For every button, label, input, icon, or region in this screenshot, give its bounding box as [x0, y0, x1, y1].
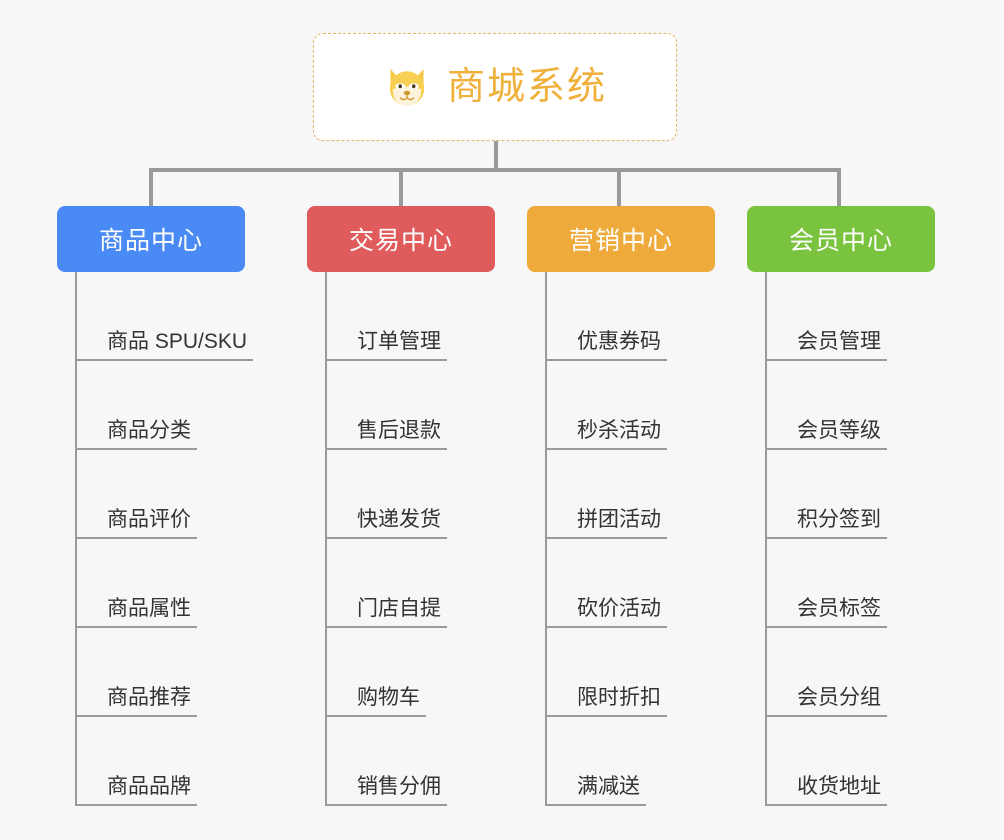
leaf-label: 限时折扣 — [545, 686, 667, 717]
list-item[interactable]: 商品 SPU/SKU — [75, 272, 254, 361]
leaf-label: 商品 SPU/SKU — [75, 330, 254, 361]
list-item[interactable]: 收货地址 — [765, 717, 935, 806]
connector-drop-3 — [617, 168, 621, 206]
leaf-label: 购物车 — [325, 686, 426, 717]
list-item[interactable]: 购物车 — [325, 628, 495, 717]
branch-trade: 订单管理 售后退款 快递发货 门店自提 购物车 销售分佣 — [325, 272, 495, 806]
list-item[interactable]: 快递发货 — [325, 450, 495, 539]
branch-member: 会员管理 会员等级 积分签到 会员标签 会员分组 收货地址 — [765, 272, 935, 806]
list-item[interactable]: 优惠券码 — [545, 272, 715, 361]
leaf-label: 门店自提 — [325, 597, 447, 628]
list-item[interactable]: 限时折扣 — [545, 628, 715, 717]
connector-horizontal-bar — [150, 168, 840, 172]
list-item[interactable]: 积分签到 — [765, 450, 935, 539]
list-item[interactable]: 会员管理 — [765, 272, 935, 361]
branch-product: 商品 SPU/SKU 商品分类 商品评价 商品属性 商品推荐 商品品牌 — [75, 272, 254, 806]
leaf-label: 售后退款 — [325, 419, 447, 450]
category-column-member: 会员中心 会员管理 会员等级 积分签到 会员标签 会员分组 收货地址 — [747, 206, 935, 806]
category-column-trade: 交易中心 订单管理 售后退款 快递发货 门店自提 购物车 销售分佣 — [307, 206, 495, 806]
connector-drop-2 — [399, 168, 403, 206]
list-item[interactable]: 订单管理 — [325, 272, 495, 361]
category-column-marketing: 营销中心 优惠券码 秒杀活动 拼团活动 砍价活动 限时折扣 满减送 — [527, 206, 715, 806]
root-title: 商城系统 — [446, 66, 607, 108]
root-node[interactable]: 商城系统 — [313, 33, 677, 141]
list-item[interactable]: 售后退款 — [325, 361, 495, 450]
branch-marketing: 优惠券码 秒杀活动 拼团活动 砍价活动 限时折扣 满减送 — [545, 272, 715, 806]
list-item[interactable]: 会员分组 — [765, 628, 935, 717]
leaf-label: 商品推荐 — [75, 686, 197, 717]
list-item[interactable]: 会员等级 — [765, 361, 935, 450]
list-item[interactable]: 砍价活动 — [545, 539, 715, 628]
category-column-product: 商品中心 商品 SPU/SKU 商品分类 商品评价 商品属性 商品推荐 商品品牌 — [57, 206, 254, 806]
leaf-label: 会员标签 — [765, 597, 887, 628]
leaf-label: 会员等级 — [765, 419, 887, 450]
leaf-label: 商品属性 — [75, 597, 197, 628]
branch-spine — [545, 272, 547, 806]
category-header-trade[interactable]: 交易中心 — [307, 206, 495, 272]
leaf-label: 拼团活动 — [545, 508, 667, 539]
connector-drop-4 — [837, 168, 841, 206]
leaf-label: 商品分类 — [75, 419, 197, 450]
leaf-label: 商品品牌 — [75, 775, 197, 806]
branch-spine — [765, 272, 767, 806]
leaf-label: 销售分佣 — [325, 775, 447, 806]
category-header-marketing[interactable]: 营销中心 — [527, 206, 715, 272]
leaf-label: 优惠券码 — [545, 330, 667, 361]
list-item[interactable]: 会员标签 — [765, 539, 935, 628]
leaf-label: 商品评价 — [75, 508, 197, 539]
list-item[interactable]: 满减送 — [545, 717, 715, 806]
list-item[interactable]: 商品品牌 — [75, 717, 245, 806]
list-item[interactable]: 拼团活动 — [545, 450, 715, 539]
leaf-label: 满减送 — [545, 775, 646, 806]
branch-spine — [325, 272, 327, 806]
leaf-label: 会员分组 — [765, 686, 887, 717]
leaf-label: 秒杀活动 — [545, 419, 667, 450]
list-item[interactable]: 门店自提 — [325, 539, 495, 628]
list-item[interactable]: 商品属性 — [75, 539, 245, 628]
list-item[interactable]: 销售分佣 — [325, 717, 495, 806]
connector-drop-1 — [149, 168, 153, 206]
leaf-label: 快递发货 — [325, 508, 447, 539]
connector-root-stem — [494, 141, 498, 171]
branch-spine — [75, 272, 77, 806]
leaf-label: 砍价活动 — [545, 597, 667, 628]
leaf-label: 订单管理 — [325, 330, 447, 361]
list-item[interactable]: 秒杀活动 — [545, 361, 715, 450]
leaf-label: 积分签到 — [765, 508, 887, 539]
leaf-label: 会员管理 — [765, 330, 887, 361]
category-header-product[interactable]: 商品中心 — [57, 206, 245, 272]
list-item[interactable]: 商品评价 — [75, 450, 245, 539]
root-node-content: 商城系统 — [383, 63, 607, 111]
leaf-label: 收货地址 — [765, 775, 887, 806]
list-item[interactable]: 商品分类 — [75, 361, 245, 450]
list-item[interactable]: 商品推荐 — [75, 628, 245, 717]
dog-face-icon — [383, 63, 431, 111]
category-header-member[interactable]: 会员中心 — [747, 206, 935, 272]
